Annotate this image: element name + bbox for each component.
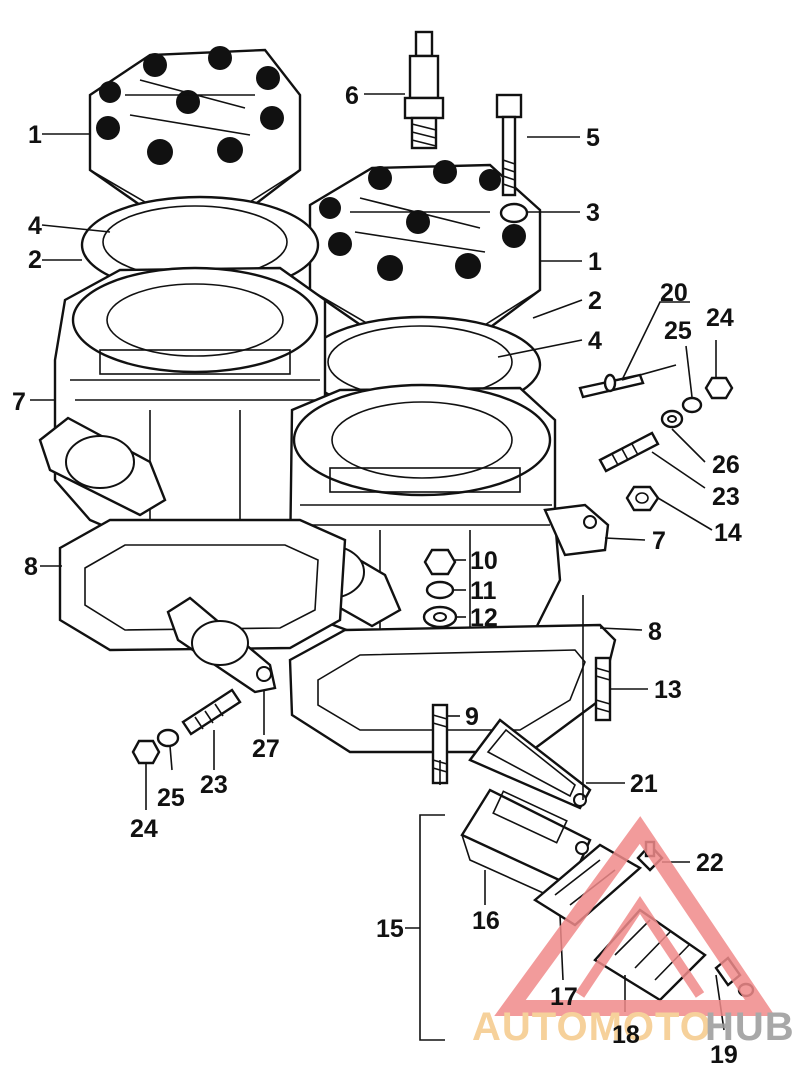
watermark-text-automoto: AUTOMOTO [472,1005,712,1049]
cylinder-head-right [308,160,542,337]
nut-exhaust [131,739,161,765]
flange-nut [625,485,660,512]
callout-7-left: 7 [12,388,26,416]
callout-25-right: 25 [664,317,692,345]
base-gasket-right [288,623,617,754]
callout-4-right: 4 [588,327,602,355]
flat-washer-small [660,409,684,429]
callout-3: 3 [586,199,600,227]
cylinder-head-left [88,46,302,214]
callout-2-right: 2 [588,287,602,315]
callout-19: 19 [710,1041,738,1069]
flat-washer [422,605,458,629]
lock-washer-small [681,396,703,414]
callout-23-left: 23 [200,771,228,799]
watermark-text-hub: HUB [705,1005,795,1049]
callout-23-right: 23 [712,483,740,511]
callout-9: 9 [465,703,479,731]
washer [499,202,529,224]
pin [578,373,645,399]
stud-bolt-short [598,431,660,473]
callout-15: 15 [376,915,404,943]
callout-1-right: 1 [588,248,602,276]
callout-22: 22 [696,849,724,877]
base-gasket-left [58,518,347,652]
callout-5: 5 [586,124,600,152]
head-bolt [495,93,523,197]
callout-labels: 1 4 2 7 8 6 5 3 1 2 4 20 25 24 26 23 14 … [12,82,742,1069]
callout-12: 12 [470,604,498,632]
callout-8-left: 8 [24,553,38,581]
reed-valve-body [460,788,592,907]
callout-27: 27 [252,735,280,763]
callout-6: 6 [345,82,359,110]
reed-valve-gasket [468,718,592,810]
watermark: AUTOMOTO HUB [472,816,795,1049]
exhaust-port-left [38,416,167,517]
callout-20: 20 [660,279,688,307]
stud-bolt-long [594,656,612,722]
callout-17: 17 [550,983,578,1011]
callout-24-right: 24 [706,304,734,332]
leader-lines [30,93,725,1041]
spark-plug [403,30,445,150]
callout-8-right: 8 [648,618,662,646]
callout-26: 26 [712,451,740,479]
callout-10: 10 [470,547,498,575]
exhaust-flange-gasket [166,596,277,694]
stud-bolt-exhaust [181,688,242,736]
nut-small [704,376,734,400]
callout-7-right: 7 [652,527,666,555]
lock-washer [425,580,455,600]
callout-14: 14 [714,519,742,547]
lock-washer-exhaust [156,728,180,748]
callout-13: 13 [654,676,682,704]
callout-18: 18 [612,1021,640,1049]
cylinder-block-left [53,266,327,552]
callout-24-left: 24 [130,815,158,843]
nut [423,548,457,576]
callout-25-left: 25 [157,784,185,812]
callout-1-left: 1 [28,121,42,149]
callout-21: 21 [630,770,658,798]
callout-2-left: 2 [28,246,42,274]
callout-11: 11 [470,577,497,605]
callout-16: 16 [472,907,500,935]
callout-4-left: 4 [28,212,42,240]
